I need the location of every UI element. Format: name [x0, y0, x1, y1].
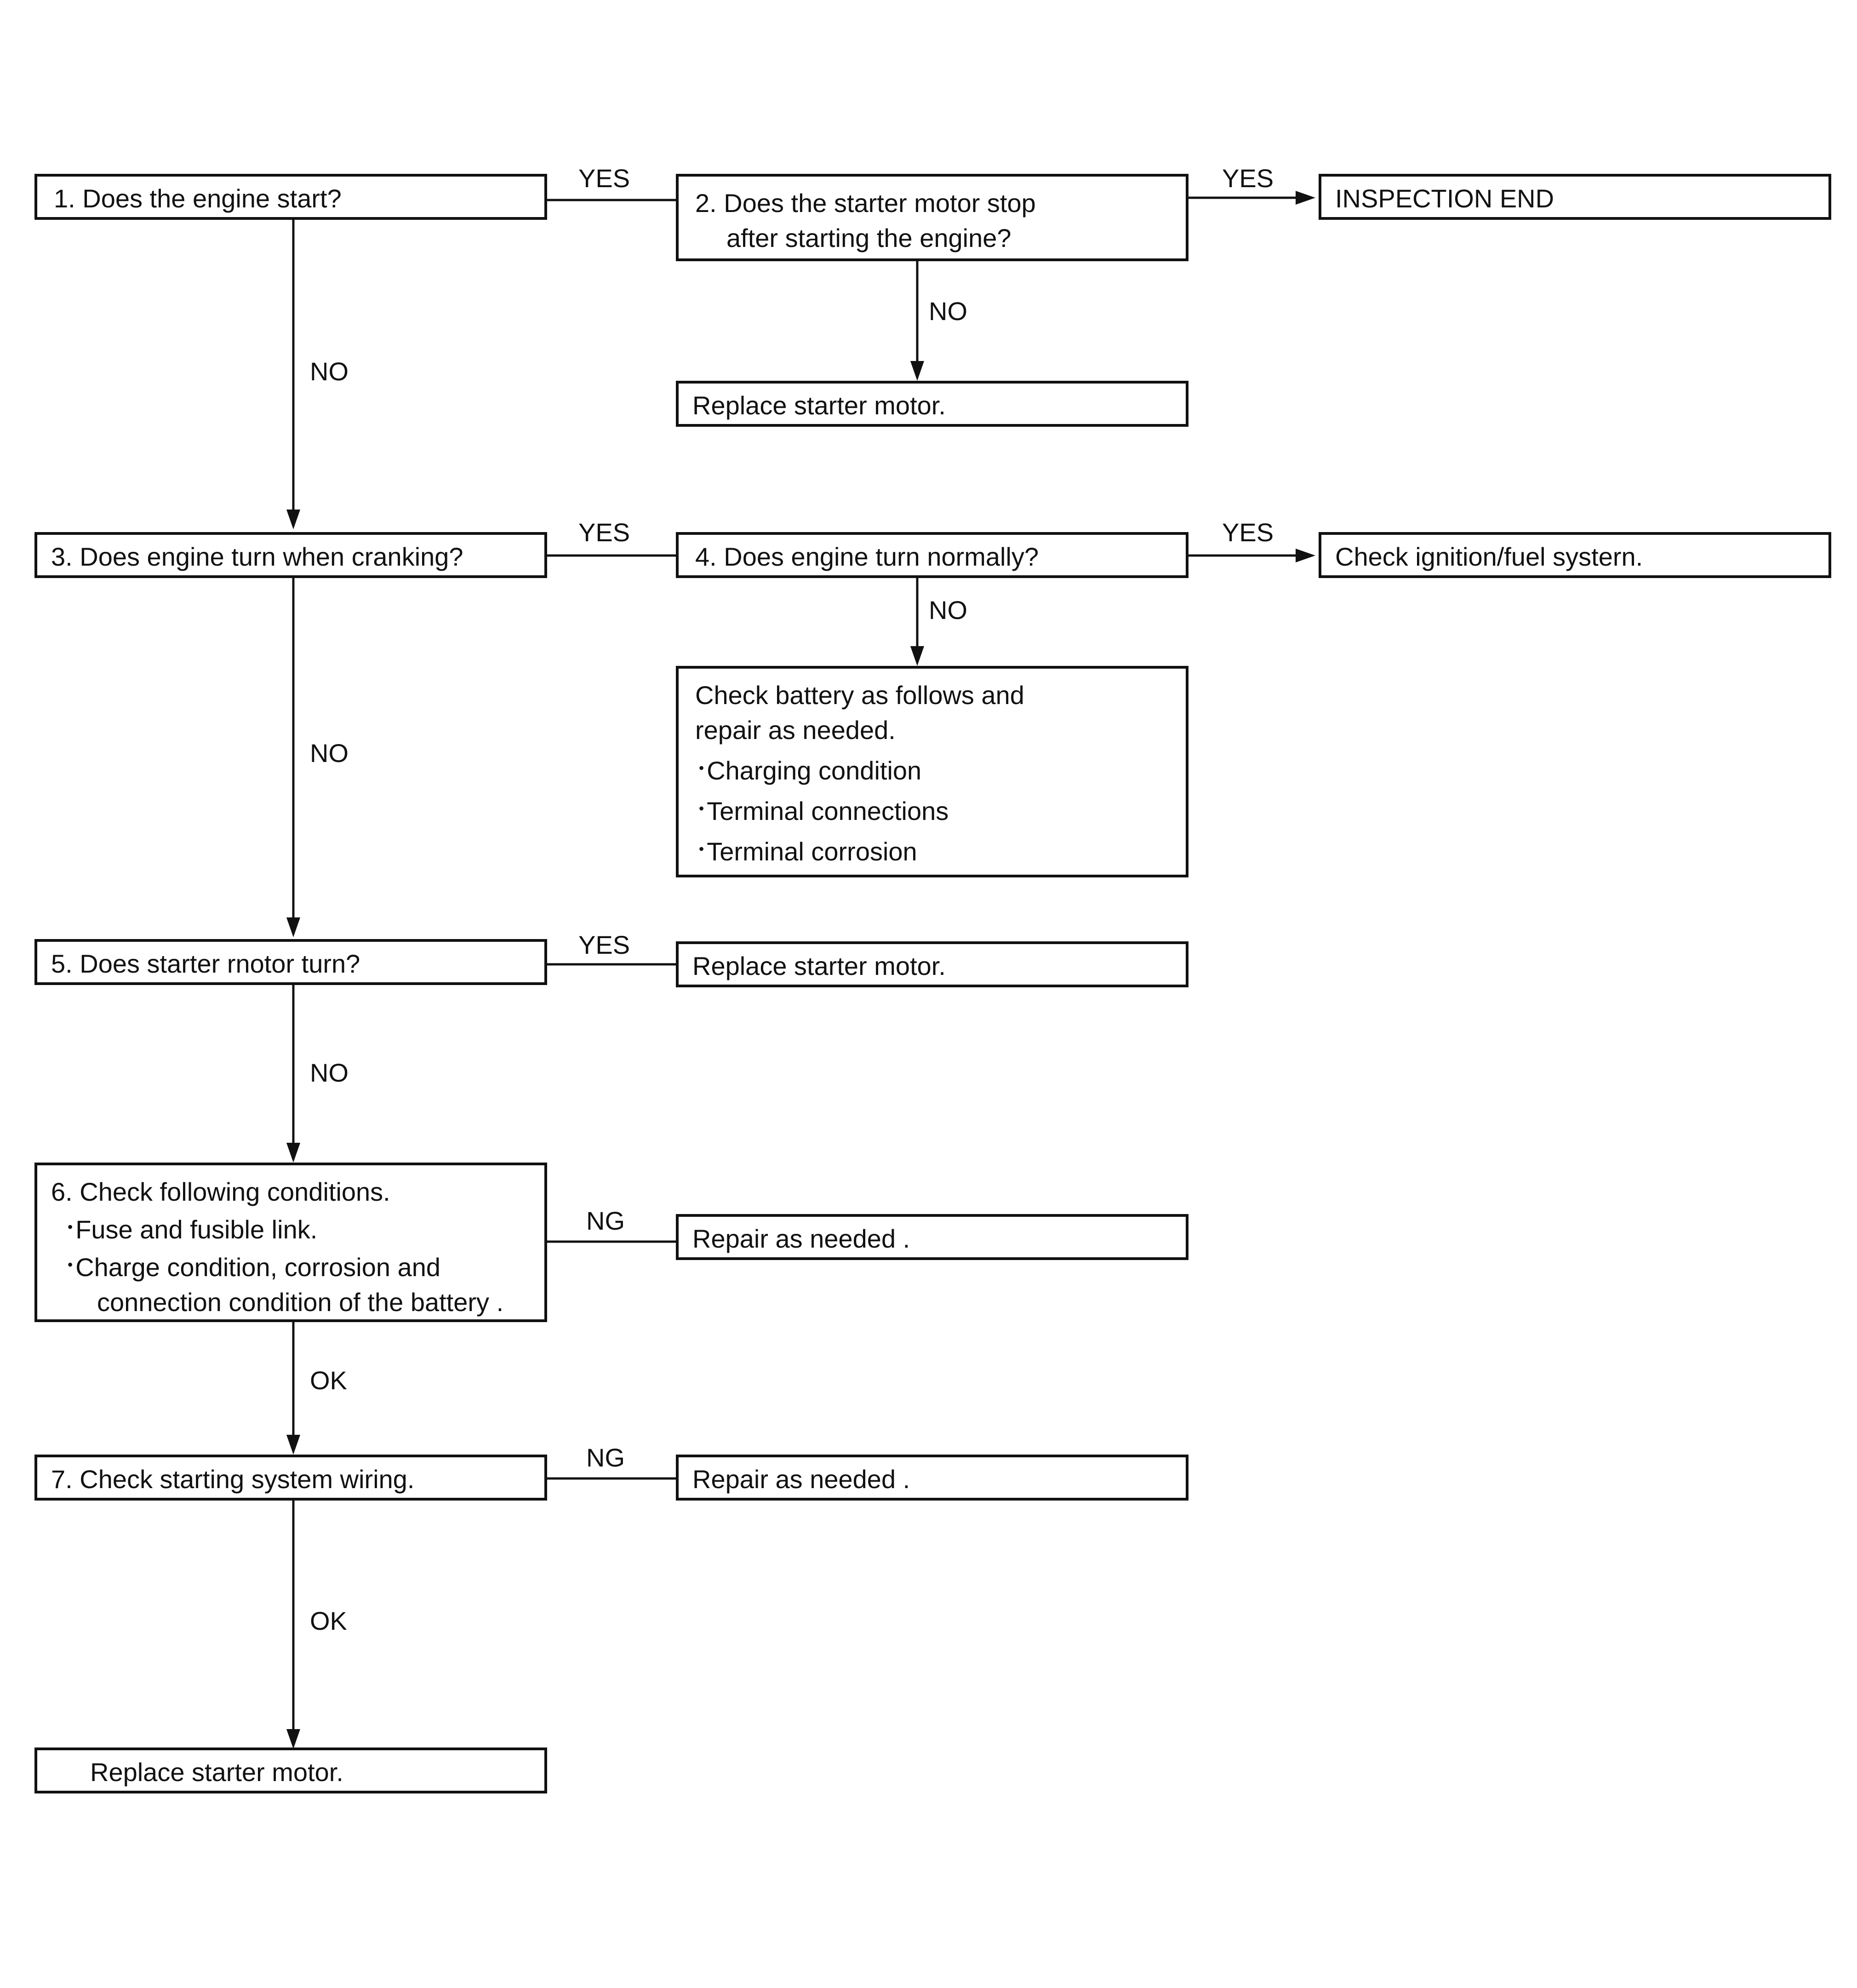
- edge-label-q2-no: NO: [929, 297, 967, 326]
- node-q4-turn-normally: 4. Does engine turn normally?: [676, 532, 1188, 578]
- node-replace-starter-final: Replace starter motor.: [34, 1747, 547, 1793]
- edge-q4-yes-arrowhead: [1296, 549, 1315, 562]
- node-q5-starter-turn: 5. Does starter rnotor turn?: [34, 939, 547, 985]
- node-q1-label: 1. Does the engine start?: [54, 184, 342, 213]
- node-r-q2-no-label: Replace starter motor.: [692, 391, 946, 420]
- edge-label-q4-no: NO: [929, 596, 967, 624]
- edge-label-q3-no: NO: [310, 739, 349, 768]
- node-q2-line1: 2. Does the starter motor stop: [695, 189, 1036, 218]
- edge-q2-no-arrowhead: [910, 361, 924, 381]
- node-q3-label: 3. Does engine turn when cranking?: [51, 542, 463, 571]
- node-q4-label: 4. Does engine turn normally?: [695, 542, 1039, 571]
- edge-label-q6-ng: NG: [586, 1206, 625, 1235]
- node-battery-item-charging: •Charging condition: [699, 756, 922, 785]
- node-q6-line1: 6. Check following conditions.: [51, 1177, 390, 1206]
- node-q3-engine-turn: 3. Does engine turn when cranking?: [34, 532, 547, 578]
- node-q7-label: 7. Check starting system wiring.: [51, 1465, 415, 1494]
- node-repair-q6: Repair as needed .: [676, 1214, 1188, 1260]
- node-check-battery: Check battery as follows and repair as n…: [676, 666, 1188, 877]
- node-replace-starter-q2: Replace starter motor.: [676, 381, 1188, 427]
- node-replace-starter-q5: Replace starter motor.: [676, 941, 1188, 987]
- node-q2-line2: after starting the engine?: [726, 223, 1011, 252]
- node-battery-line1: Check battery as follows and: [695, 681, 1024, 710]
- edge-label-q7-ok: OK: [310, 1606, 347, 1635]
- node-q2-starter-stop: 2. Does the starter motor stop after sta…: [676, 174, 1188, 261]
- edge-label-q1-yes: YES: [578, 164, 630, 193]
- edge-label-q7-ng: NG: [586, 1443, 625, 1472]
- node-battery-item-corrosion: •Terminal corrosion: [699, 837, 917, 866]
- node-r-final-label: Replace starter motor.: [90, 1758, 343, 1787]
- edge-label-q5-yes: YES: [578, 930, 630, 959]
- edge-label-q5-no: NO: [310, 1058, 349, 1087]
- node-battery-item-terminals: •Terminal connections: [699, 796, 949, 825]
- node-q7-wiring: 7. Check starting system wiring.: [34, 1455, 547, 1501]
- node-end-label: INSPECTION END: [1335, 184, 1554, 213]
- node-q5-label: 5. Does starter rnotor turn?: [51, 949, 360, 978]
- edge-label-q3-yes: YES: [578, 518, 630, 547]
- edge-q4-no-arrowhead: [910, 646, 924, 666]
- node-r-q7-ng-label: Repair as needed .: [692, 1465, 910, 1494]
- node-q6-item-fuse: •Fuse and fusible link.: [68, 1215, 318, 1244]
- edge-label-q4-yes: YES: [1222, 518, 1274, 547]
- edge-q6-ok-arrowhead: [286, 1435, 300, 1455]
- edge-q2-yes-arrowhead: [1296, 191, 1315, 205]
- node-q6-check-conditions: 6. Check following conditions. •Fuse and…: [34, 1163, 547, 1322]
- edge-q3-no-arrowhead: [286, 917, 300, 937]
- node-q1-engine-start: 1. Does the engine start?: [34, 174, 547, 220]
- edge-label-q1-no: NO: [310, 357, 349, 386]
- node-r-q6-ng-label: Repair as needed .: [692, 1224, 910, 1253]
- node-ign-label: Check ignition/fuel systern.: [1335, 542, 1643, 571]
- node-q6-cont: connection condition of the battery .: [97, 1288, 504, 1317]
- edge-q7-ok-arrowhead: [286, 1729, 300, 1749]
- node-q6-item-charge: •Charge condition, corrosion and: [68, 1253, 441, 1282]
- edge-q5-no-arrowhead: [286, 1143, 300, 1163]
- node-inspection-end: INSPECTION END: [1319, 174, 1831, 220]
- node-r-q5-yes-label: Replace starter motor.: [692, 951, 946, 980]
- edge-q1-no-arrowhead: [286, 510, 300, 529]
- node-repair-q7: Repair as needed .: [676, 1455, 1188, 1501]
- node-battery-line2: repair as needed.: [695, 716, 896, 745]
- node-check-ignition: Check ignition/fuel systern.: [1319, 532, 1831, 578]
- edge-label-q6-ok: OK: [310, 1366, 347, 1395]
- edge-label-q2-yes: YES: [1222, 164, 1274, 193]
